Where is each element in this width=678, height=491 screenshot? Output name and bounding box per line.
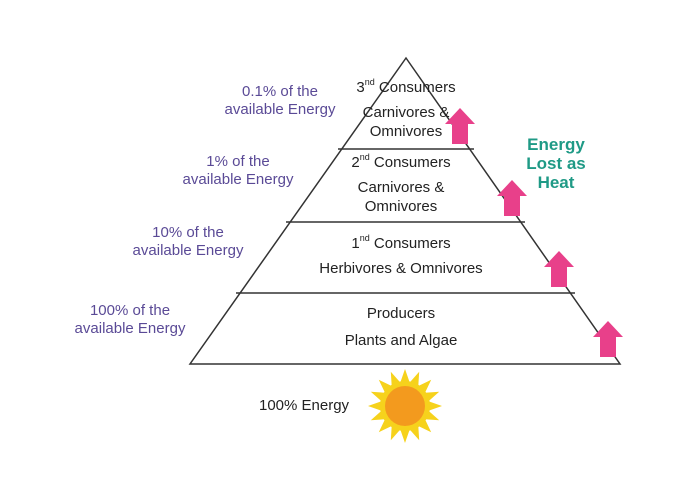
sun-energy-label: 100% Energy [259,397,350,414]
tier-third-consumers: 3nd Consumers Carnivores & Omnivores [336,78,476,141]
sun-core [385,386,425,426]
energy-label-third-tier: 10% of the available Energy [132,224,244,259]
tier-line: Herbivores & Omnivores [319,260,483,277]
tier-line: Carnivores & [357,179,445,196]
arrow-up-icon [445,108,475,144]
tier-line: Plants and Algae [344,332,458,349]
energy-label-base-tier: 100% of the available Energy [74,302,186,337]
tier-title: 2nd Consumers [351,152,451,172]
tier-title: Producers [366,305,436,322]
tier-producers: Producers Plants and Algae [301,304,501,350]
arrow-up-icon [544,251,574,287]
arrow-up-icon [593,321,623,357]
tier-title: 1nd Consumers [351,233,451,253]
heat-arrows [445,108,623,357]
energy-label-second-tier: 1% of the available Energy [182,153,294,188]
tier-line: Omnivores [364,198,438,215]
tier-title: 3nd Consumers [356,77,456,97]
tier-first-consumers: 1nd Consumers Herbivores & Omnivores [301,234,501,278]
energy-lost-as-heat-label: Energy Lost as Heat [526,135,586,192]
arrow-up-icon [497,180,527,216]
tier-second-consumers: 2nd Consumers Carnivores & Omnivores [331,153,471,216]
tier-line: Carnivores & [362,104,450,121]
energy-label-top-tier: 0.1% of the available Energy [224,83,336,118]
sun-icon [368,369,442,443]
tier-line: Omnivores [369,123,443,140]
